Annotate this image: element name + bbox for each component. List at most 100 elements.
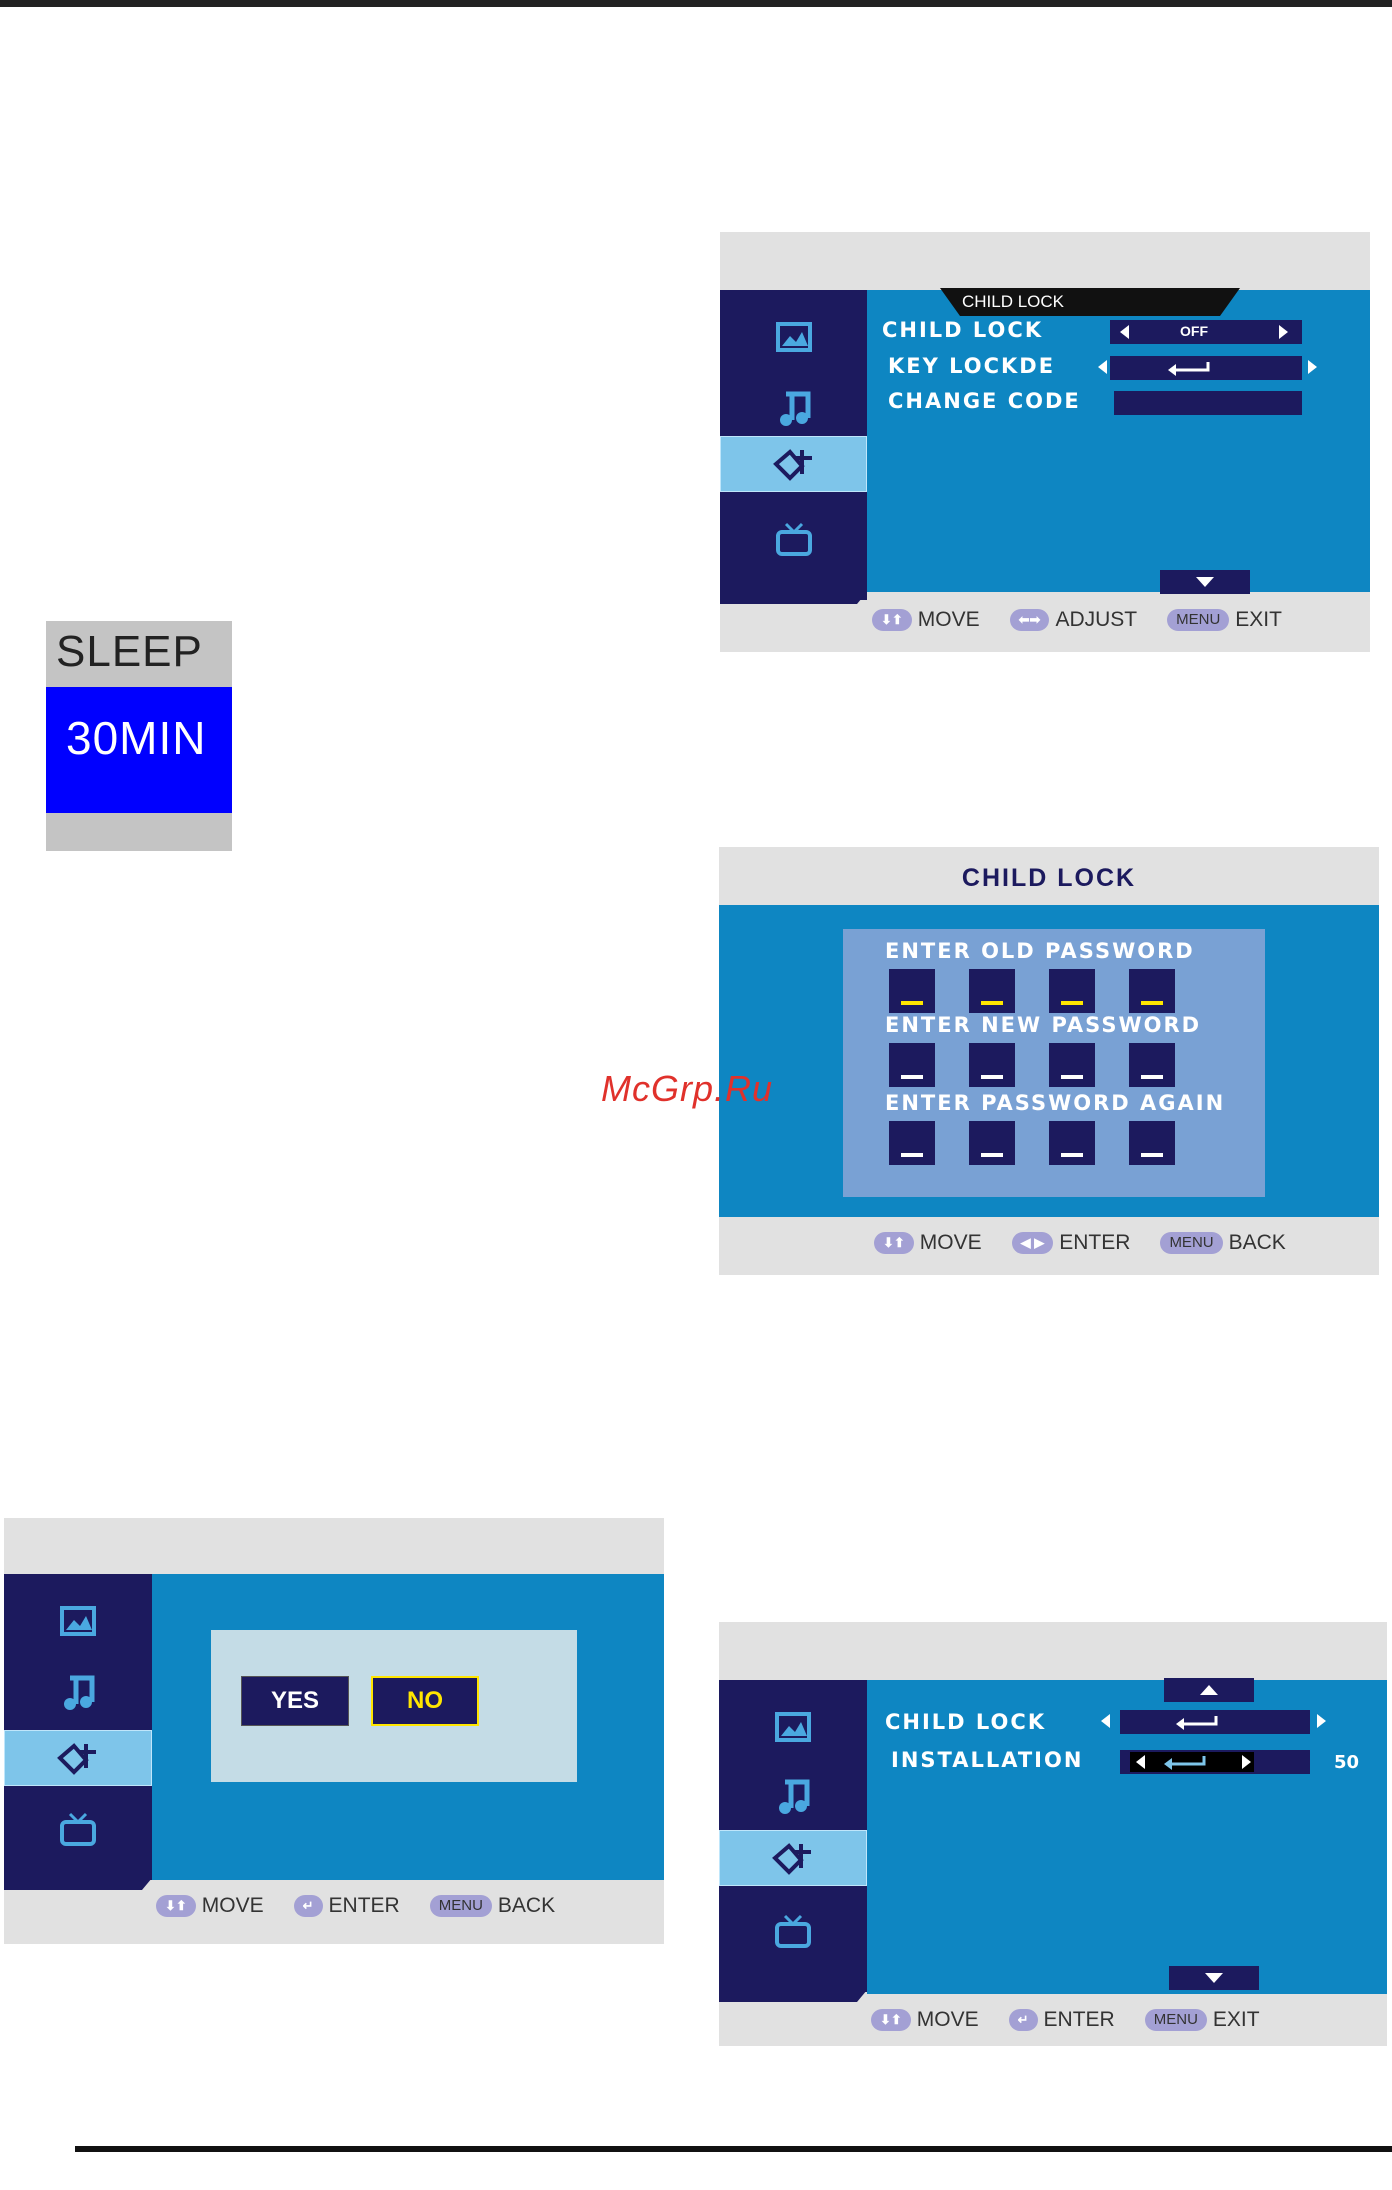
arrow-left-icon[interactable] bbox=[1098, 360, 1107, 374]
arrow-right-icon[interactable] bbox=[1308, 360, 1317, 374]
enter-icon bbox=[1164, 1754, 1208, 1770]
sidebar-item-tv[interactable] bbox=[720, 512, 867, 568]
new-digit-1[interactable] bbox=[889, 1043, 935, 1087]
header-tab-label: CHILD LOCK bbox=[962, 292, 1064, 312]
footer-enter-label: ENTER bbox=[1059, 1231, 1130, 1255]
password-box: ENTER OLD PASSWORD ENTER NEW PASSWORD EN… bbox=[843, 929, 1265, 1197]
footer-back: MENU BACK bbox=[430, 1894, 555, 1918]
row-child-lock-label: CHILD LOCK bbox=[882, 318, 1043, 342]
music-icon bbox=[56, 1672, 100, 1712]
change-code-panel: CHILD LOCK ENTER OLD PASSWORD ENTER NEW … bbox=[719, 847, 1379, 1275]
sleep-value: 30MIN bbox=[66, 711, 206, 765]
sidebar-item-lock[interactable] bbox=[4, 1730, 152, 1786]
child-lock-menu-panel: CHILD LOCK CHILD LOCK OFF KEY LOCKDE CHA… bbox=[720, 232, 1370, 652]
arrow-updown-icon: ⬇⬆ bbox=[872, 609, 912, 631]
tv-icon bbox=[772, 520, 816, 560]
sidebar-foot bbox=[4, 1878, 152, 1890]
installation-lock-panel: CHILD LOCK INSTALLATION 50 ⬇⬆ MOVE ↵ ENTER… bbox=[719, 1622, 1387, 2046]
sidebar-item-lock[interactable] bbox=[719, 1830, 867, 1886]
sidebar-item-sound[interactable] bbox=[719, 1768, 867, 1824]
sidebar-item-sound[interactable] bbox=[720, 380, 867, 436]
sidebar bbox=[719, 1680, 867, 1992]
scroll-down-button[interactable] bbox=[1169, 1966, 1259, 1990]
again-digit-3[interactable] bbox=[1049, 1121, 1095, 1165]
sidebar-item-sound[interactable] bbox=[4, 1664, 152, 1720]
sidebar-item-tv[interactable] bbox=[4, 1802, 152, 1858]
arrow-right-icon[interactable] bbox=[1317, 1714, 1326, 1728]
bottom-rule bbox=[75, 2146, 1392, 2152]
footer-enter: ↵ENTER bbox=[294, 1894, 400, 1918]
footer-exit-label: EXIT bbox=[1213, 2008, 1260, 2032]
enter-icon: ↵ bbox=[1009, 2009, 1038, 2031]
footer-move: ⬇⬆MOVE bbox=[874, 1231, 982, 1255]
new-password-label: ENTER NEW PASSWORD bbox=[885, 1013, 1201, 1037]
old-digit-4[interactable] bbox=[1129, 969, 1175, 1013]
sidebar-foot bbox=[720, 592, 867, 604]
row-installation-label: INSTALLATION bbox=[891, 1748, 1083, 1772]
chevron-up-icon bbox=[1200, 1685, 1218, 1695]
chevron-down-icon bbox=[1196, 577, 1214, 587]
arrow-updown-icon: ⬇⬆ bbox=[871, 2009, 911, 2031]
arrow-left-icon[interactable] bbox=[1136, 1755, 1145, 1769]
sidebar bbox=[720, 290, 867, 600]
old-password-label: ENTER OLD PASSWORD bbox=[885, 939, 1195, 963]
again-password-label: ENTER PASSWORD AGAIN bbox=[885, 1091, 1225, 1115]
new-digit-2[interactable] bbox=[969, 1043, 1015, 1087]
footer-bar: ⬇⬆MOVE ↵ENTER MENUBACK bbox=[156, 1890, 585, 1922]
menu-key: MENU bbox=[1167, 609, 1229, 631]
footer-move: ⬇⬆ MOVE bbox=[871, 2008, 979, 2032]
sidebar-item-picture[interactable] bbox=[4, 1594, 152, 1650]
watermark: McGrp.Ru bbox=[601, 1068, 773, 1110]
change-code-field[interactable] bbox=[1114, 391, 1302, 415]
installation-field[interactable] bbox=[1120, 1750, 1310, 1774]
old-digit-1[interactable] bbox=[889, 969, 935, 1013]
footer-move-label: MOVE bbox=[917, 2008, 979, 2032]
installation-value: 50 bbox=[1334, 1752, 1359, 1773]
sidebar-item-picture[interactable] bbox=[720, 310, 867, 366]
tv-icon bbox=[771, 1912, 815, 1952]
picture-icon bbox=[771, 1708, 815, 1748]
child-lock-value-field[interactable]: OFF bbox=[1110, 320, 1302, 344]
new-digit-3[interactable] bbox=[1049, 1043, 1095, 1087]
arrow-left-icon[interactable] bbox=[1120, 325, 1129, 339]
row-key-lock-label: KEY LOCKDE bbox=[888, 354, 1055, 378]
arrow-right-icon[interactable] bbox=[1242, 1755, 1251, 1769]
confirm-box: YES NO bbox=[211, 1630, 577, 1782]
again-digit-2[interactable] bbox=[969, 1121, 1015, 1165]
confirm-panel: YES NO ⬇⬆MOVE ↵ENTER MENUBACK bbox=[4, 1518, 664, 1944]
sidebar-item-lock[interactable] bbox=[720, 436, 867, 492]
child-lock-field[interactable] bbox=[1120, 1710, 1310, 1734]
footer-enter-label: ENTER bbox=[1044, 2008, 1115, 2032]
menu-key: MENU bbox=[1160, 1232, 1222, 1254]
enter-icon bbox=[1176, 1714, 1220, 1730]
yes-button[interactable]: YES bbox=[241, 1676, 349, 1726]
picture-icon bbox=[56, 1602, 100, 1642]
scroll-up-button[interactable] bbox=[1164, 1678, 1254, 1702]
old-digit-2[interactable] bbox=[969, 969, 1015, 1013]
old-digit-3[interactable] bbox=[1049, 969, 1095, 1013]
lock-icon bbox=[771, 1838, 815, 1878]
footer-back-label: BACK bbox=[498, 1894, 555, 1918]
sidebar-item-tv[interactable] bbox=[719, 1904, 867, 1960]
key-lock-field[interactable] bbox=[1110, 356, 1302, 380]
footer-exit-label: EXIT bbox=[1235, 608, 1282, 632]
sidebar-item-picture[interactable] bbox=[719, 1700, 867, 1756]
music-icon bbox=[771, 1776, 815, 1816]
arrow-updown-icon: ⬇⬆ bbox=[156, 1895, 196, 1917]
sidebar-foot bbox=[719, 1990, 867, 2002]
arrow-left-icon[interactable] bbox=[1101, 1714, 1110, 1728]
scroll-down-button[interactable] bbox=[1160, 570, 1250, 594]
arrow-right-icon[interactable] bbox=[1279, 325, 1288, 339]
row-child-lock-label: CHILD LOCK bbox=[885, 1710, 1046, 1734]
menu-key: MENU bbox=[430, 1895, 492, 1917]
new-digit-4[interactable] bbox=[1129, 1043, 1175, 1087]
no-button[interactable]: NO bbox=[371, 1676, 479, 1726]
again-digit-1[interactable] bbox=[889, 1121, 935, 1165]
sleep-value-box[interactable]: 30MIN bbox=[46, 687, 232, 813]
again-digit-4[interactable] bbox=[1129, 1121, 1175, 1165]
